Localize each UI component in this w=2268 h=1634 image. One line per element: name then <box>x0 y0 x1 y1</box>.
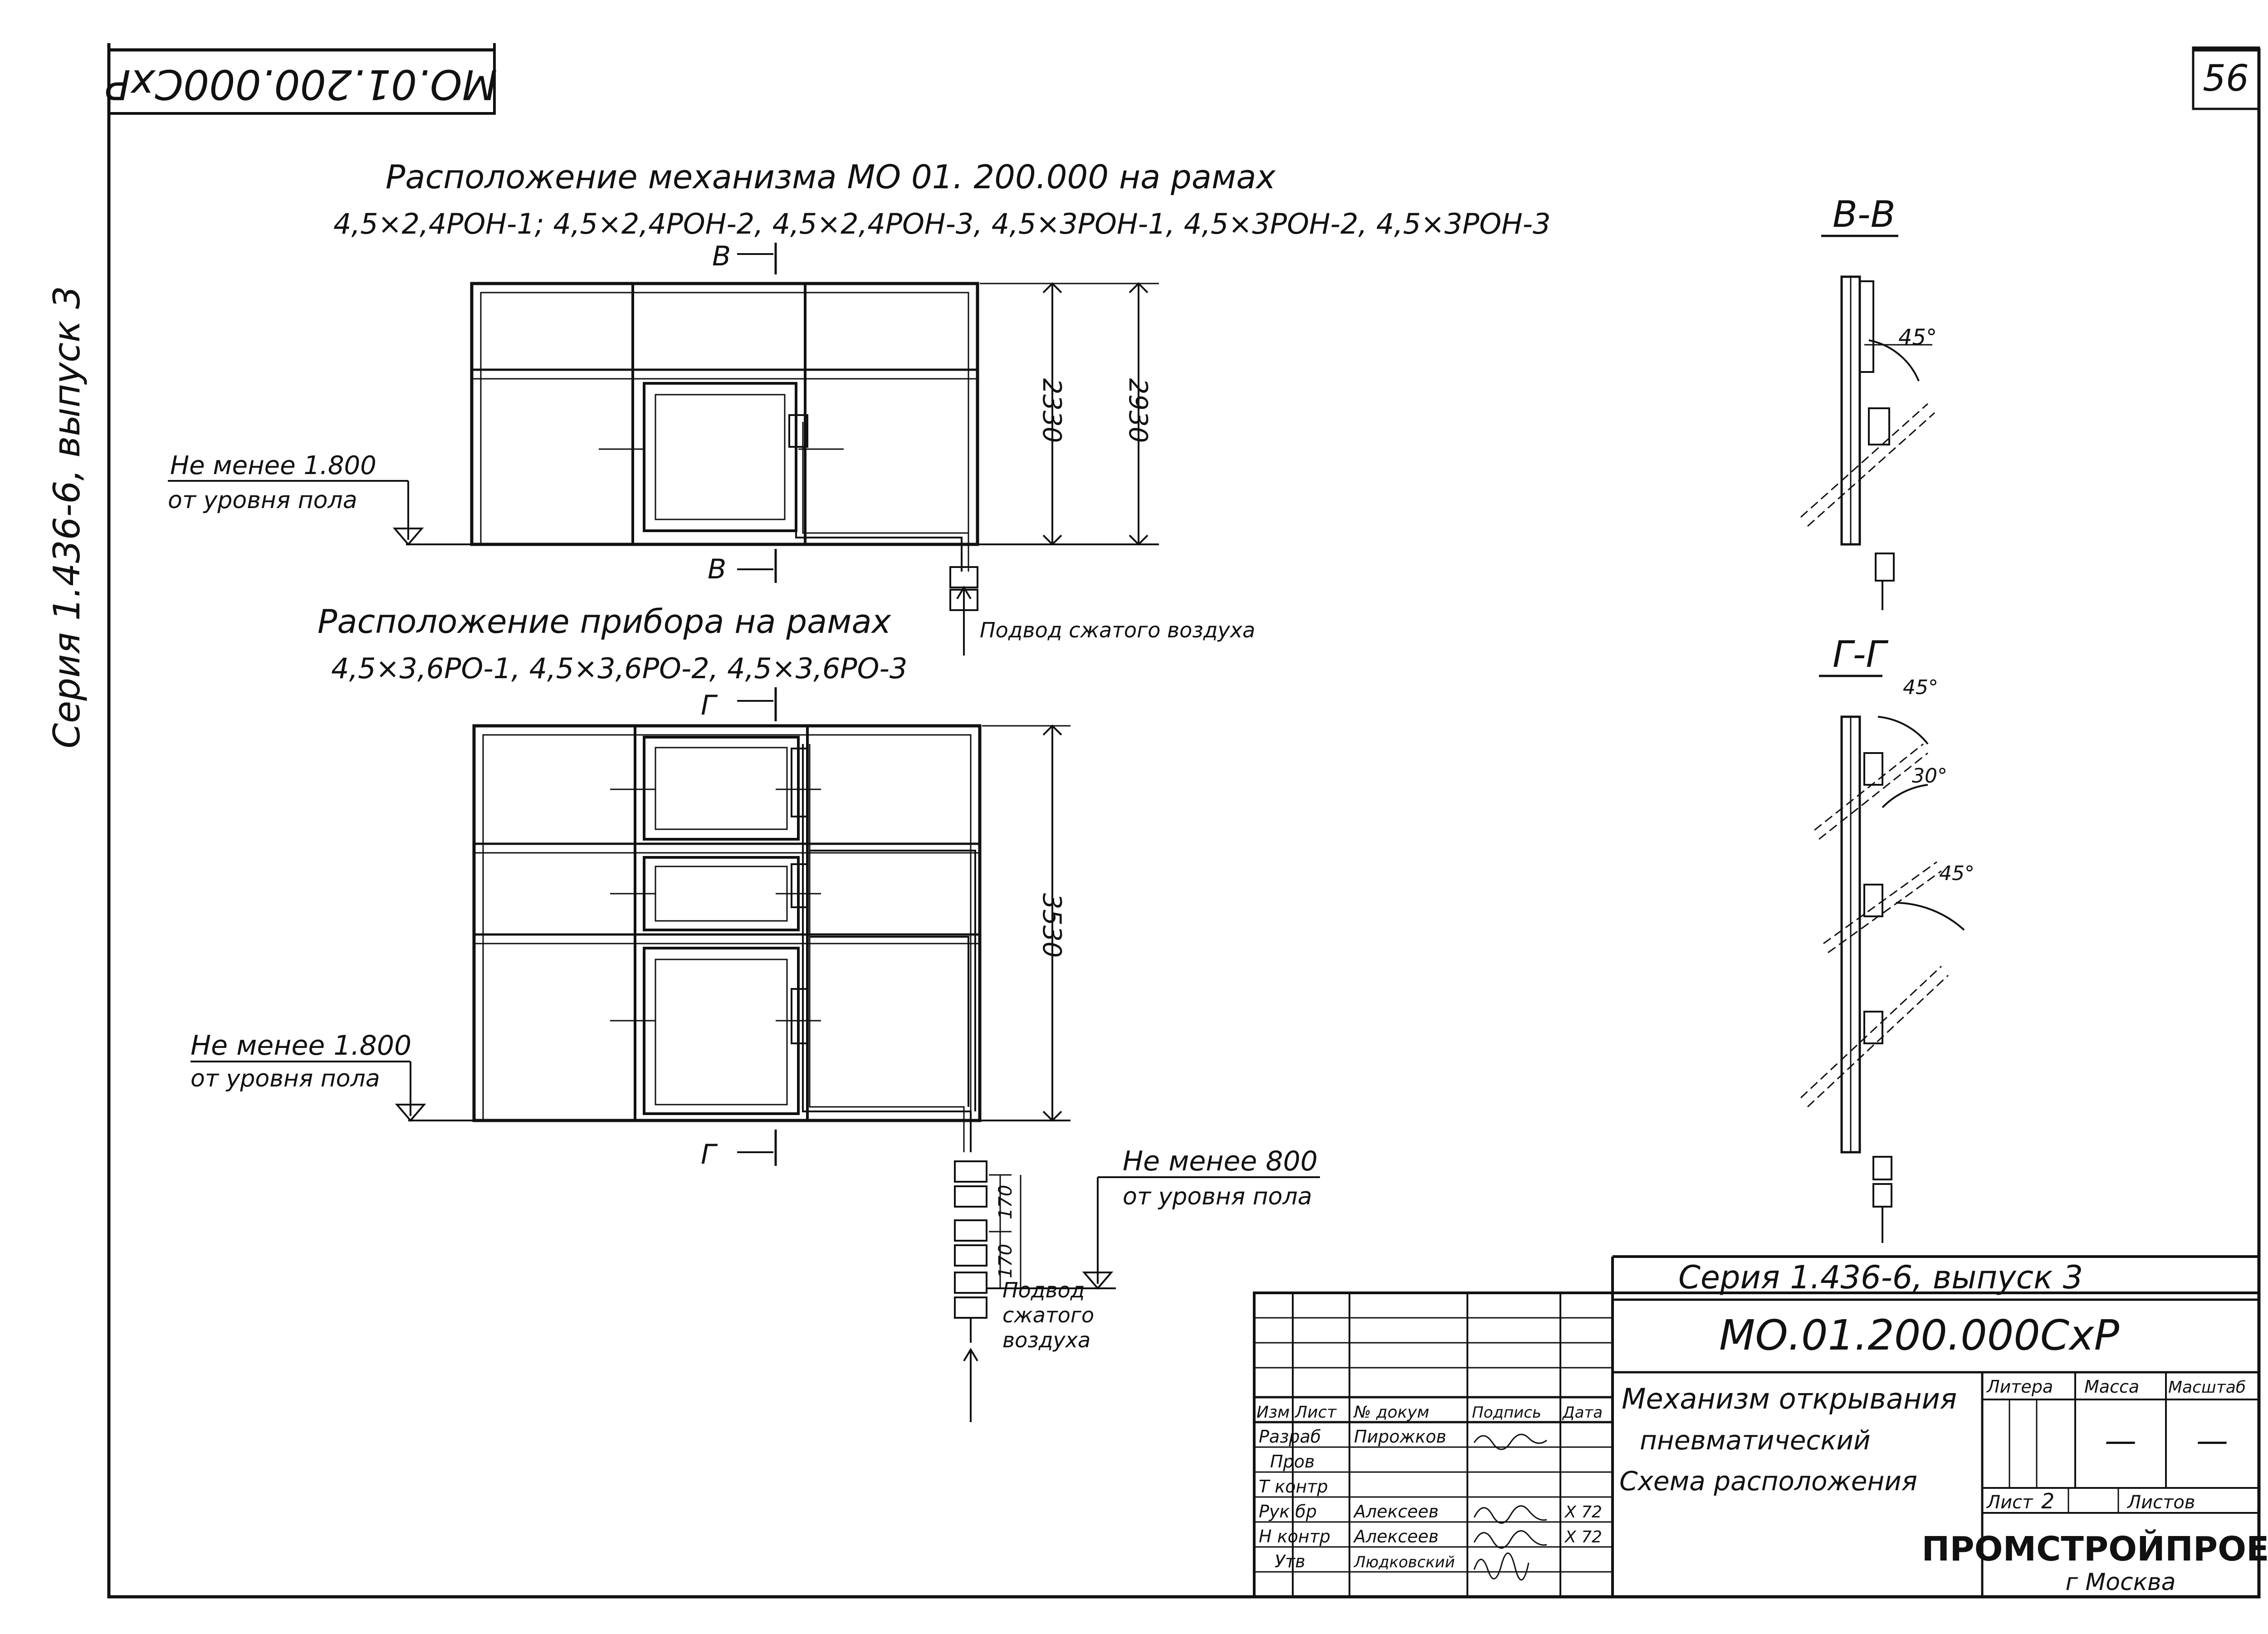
tb-massa-value: — <box>2105 1422 2136 1459</box>
side-series-label: Серия 1.436-6, выпуск 3 <box>46 286 88 749</box>
top-section-title: Расположение механизма МО 01. 200.000 на… <box>386 158 1276 196</box>
tb-name-line3: Схема расположения <box>1619 1466 1917 1497</box>
tb-name-nkontr: Алексеев <box>1353 1526 1439 1546</box>
tb-role-prov: Пров <box>1270 1452 1315 1472</box>
gg-angle-1: 45° <box>1903 676 1938 699</box>
cut-mark-g-top: Г <box>701 690 718 721</box>
tb-header-list: Лист <box>1294 1403 1337 1422</box>
gg-angle-3: 45° <box>1939 862 1975 885</box>
tb-series: Серия 1.436-6, выпуск 3 <box>1678 1259 2083 1296</box>
level2-note-line1: Не менее 800 <box>1123 1145 1318 1177</box>
tb-header-doc: № докум <box>1353 1403 1429 1422</box>
cut-mark-b: В В <box>708 240 777 585</box>
tb-date-rukbr: X 72 <box>1564 1503 1602 1521</box>
tb-sheet-label: Лист <box>1986 1492 2033 1513</box>
cut-mark-g-bottom: Г <box>701 1139 718 1170</box>
section-view-gg: Г-Г 45° 30° 45° <box>1800 633 1975 1243</box>
gg-label: Г-Г <box>1833 633 1888 675</box>
cut-mark-g: Г Г <box>701 687 777 1170</box>
tb-name-line2: пневматический <box>1640 1425 1871 1456</box>
bb-label: В-В <box>1833 193 1896 235</box>
tb-col-massa: Масса <box>2084 1377 2139 1397</box>
bb-angle: 45° <box>1898 325 1937 350</box>
page-number: 56 <box>2203 57 2249 99</box>
cut-mark-b-top: В <box>712 240 731 272</box>
bottom-level-note-line1: Не менее 1.800 <box>191 1030 411 1062</box>
bottom-air-supply-line1: Подвод <box>1002 1278 1085 1302</box>
tb-date-nkontr: X 72 <box>1564 1528 1602 1546</box>
tb-role-utv: Утв <box>1275 1551 1305 1571</box>
tb-role-razrab: Разраб <box>1259 1427 1321 1447</box>
section-view-bb: В-В 45° <box>1800 193 1937 610</box>
bottom-air-supply: Подвод сжатого воздуха <box>1002 1278 1094 1352</box>
title-block: Изм Лист № докум Подпись Дата Разраб Про… <box>1253 1255 2268 1598</box>
tb-doc-number: МО.01.200.000СхР <box>1719 1311 2119 1360</box>
page-number-box: 56 <box>2192 46 2260 110</box>
tb-role-rukbr: Рук бр <box>1259 1502 1317 1521</box>
bottom-section-title: Расположение прибора на рамах <box>318 602 892 641</box>
tb-masshtab-value: — <box>2196 1422 2228 1459</box>
top-level-note-line1: Не менее 1.800 <box>170 451 376 480</box>
bottom-dimension: 3530 <box>982 724 1070 1122</box>
signature-razrab <box>1473 1433 1547 1450</box>
tb-name-rukbr: Алексеев <box>1353 1502 1439 1521</box>
tb-name-utv: Людковский <box>1353 1553 1455 1571</box>
top-level-note-line2: от уровня пола <box>168 487 357 514</box>
gg-angle-2: 30° <box>1912 764 1947 788</box>
bottom-level-note-line2: от уровня пола <box>191 1065 380 1092</box>
level2-note-line2: от уровня пола <box>1123 1183 1312 1210</box>
tb-name-line1: Механизм открывания <box>1622 1382 1957 1415</box>
top-air-supply-text: Подвод сжатого воздуха <box>980 618 1255 642</box>
tb-org: ПРОМСТРОЙПРОЕКТ <box>1921 1529 2268 1569</box>
tb-role-nkontr: Н контр <box>1259 1526 1330 1546</box>
bottom-section-frames: 4,5×3,6РО-1, 4,5×3,6РО-2, 4,5×3,6РО-3 <box>331 652 907 685</box>
corner-stamp-text: МО.01.200.000СхР <box>106 60 498 108</box>
bottom-valves <box>954 1160 987 1422</box>
tb-header-sign: Подпись <box>1472 1404 1541 1422</box>
top-dimensions: 2330 2930 <box>980 282 1159 546</box>
small-dim-1: 170 <box>995 1244 1016 1278</box>
cut-mark-b-bottom: В <box>708 553 726 585</box>
signature-utv <box>1473 1552 1530 1580</box>
tb-city: г Москва <box>2065 1569 2175 1596</box>
bottom-air-supply-line3: воздуха <box>1002 1328 1090 1352</box>
top-level-note: Не менее 1.800 от уровня пола <box>168 451 1159 546</box>
signature-rukbr <box>1473 1505 1547 1524</box>
tb-sheets-label: Листов <box>2126 1492 2195 1513</box>
tb-role-tkontr: Т контр <box>1259 1477 1328 1497</box>
bottom-air-supply-line2: сжатого <box>1002 1303 1094 1327</box>
tb-col-masshtab: Масштаб <box>2168 1378 2246 1397</box>
tb-name-razrab: Пирожков <box>1354 1427 1446 1447</box>
small-dimensions: 170 170 <box>989 1174 1022 1289</box>
bottom-window-frame <box>472 724 982 1152</box>
top-dim-outer: 2930 <box>1123 378 1153 443</box>
bottom-level-note: Не менее 1.800 от уровня пола <box>191 1030 1070 1122</box>
tb-sheet-value: 2 <box>2041 1489 2054 1513</box>
top-section-frames: 4,5×2,4РОН-1; 4,5×2,4РОН-2, 4,5×2,4РОН-3… <box>333 207 1550 240</box>
tb-col-litera: Литера <box>1986 1377 2053 1397</box>
top-air-supply: Подвод сжатого воздуха <box>956 586 1255 656</box>
top-window-frame <box>470 282 979 611</box>
tb-header-date: Дата <box>1562 1404 1603 1422</box>
bottom-level-note-800: Не менее 800 от уровня пола <box>987 1145 1320 1290</box>
signature-nkontr <box>1473 1530 1547 1549</box>
sheet-border <box>107 43 2261 1599</box>
corner-stamp: МО.01.200.000СхР <box>106 43 498 115</box>
top-dim-inner: 2330 <box>1037 378 1066 443</box>
small-dim-2: 170 <box>995 1185 1016 1219</box>
bottom-dim-height: 3530 <box>1037 893 1066 958</box>
tb-header-izm: Изм <box>1256 1403 1290 1422</box>
